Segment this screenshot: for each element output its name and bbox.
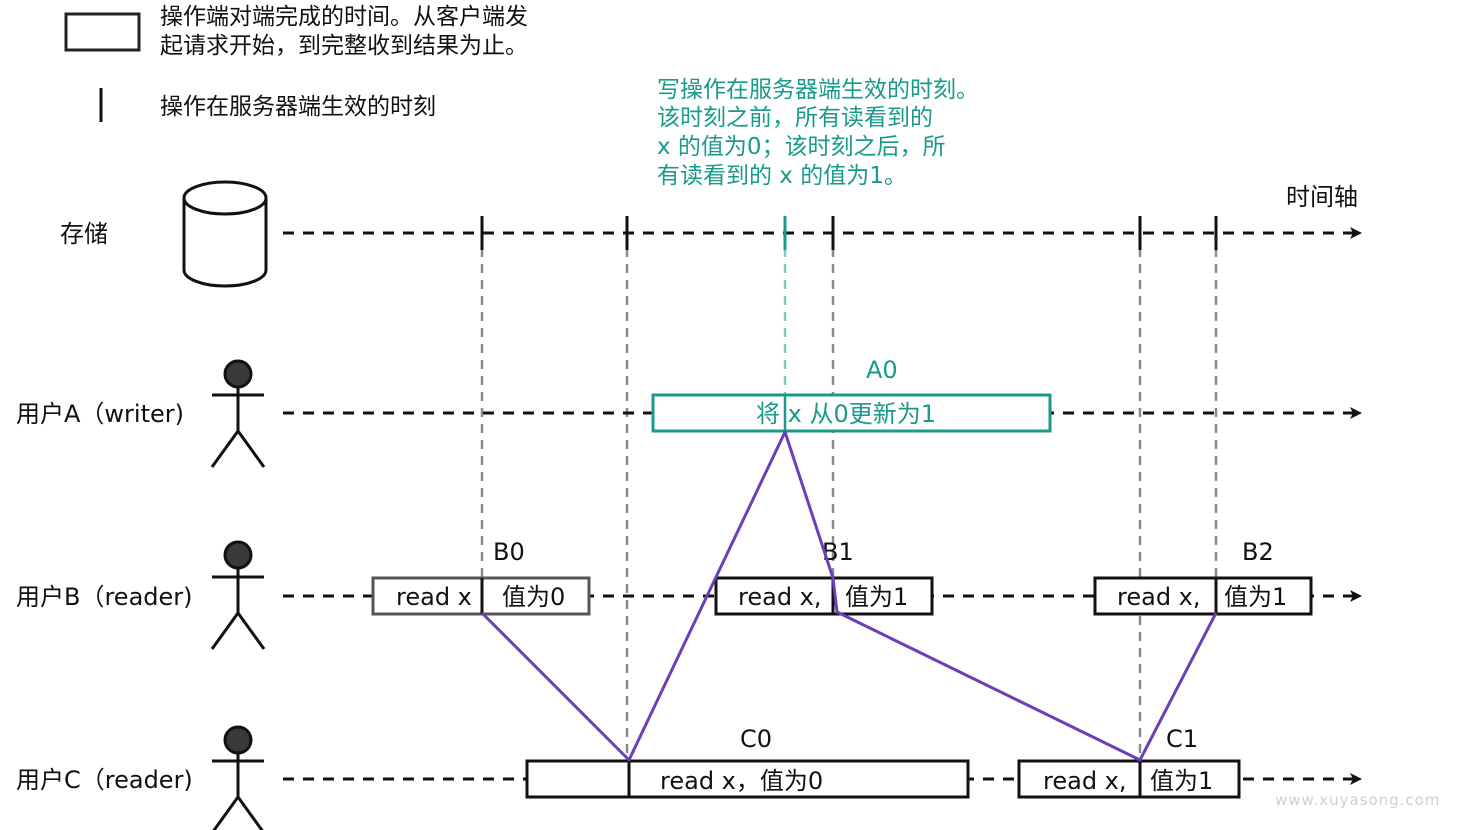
op-b2-label: B2 xyxy=(1242,538,1274,566)
op-b0-right-text: 值为0 xyxy=(502,583,565,611)
op-c1-label: C1 xyxy=(1166,725,1198,753)
op-a0-box xyxy=(651,393,1052,433)
op-c1-box xyxy=(1017,759,1241,799)
note-line2: 该时刻之前，所有读看到的 xyxy=(657,105,933,131)
user-b-person-icon xyxy=(210,540,266,650)
row-label-user-c: 用户C（reader) xyxy=(16,766,193,794)
note-line3: x 的值为0；该时刻之后，所 xyxy=(657,134,946,160)
legend-box-symbol xyxy=(64,12,141,52)
op-c0-box xyxy=(525,759,970,799)
op-b2-box xyxy=(1093,576,1313,616)
note-line1: 写操作在服务器端生效的时刻。 xyxy=(657,77,979,103)
op-c0-text: read x，值为0 xyxy=(660,767,823,795)
op-c1-left-text: read x, xyxy=(1043,767,1127,795)
row-label-user-a: 用户A（writer) xyxy=(16,400,184,428)
user-c-person-icon xyxy=(212,725,264,830)
legend-tick-text: 操作在服务器端生效的时刻 xyxy=(160,94,436,120)
op-b0-left-text: read x xyxy=(396,583,472,611)
op-b1-box xyxy=(714,576,934,616)
vertical-guides xyxy=(480,232,1218,760)
linearization-path xyxy=(480,430,1218,762)
watermark: www.xuyasong.com xyxy=(1275,791,1440,809)
op-a0-text: 将 x 从0更新为1 xyxy=(756,400,936,428)
legend-box-text-line1: 操作端对端完成的时间。从客户端发 xyxy=(160,4,528,30)
op-b1-left-text: read x, xyxy=(738,583,822,611)
op-c1-right-text: 值为1 xyxy=(1150,767,1213,795)
op-b1-right-text: 值为1 xyxy=(845,583,908,611)
storage-ticks xyxy=(480,216,1218,250)
legend-box-text-line2: 起请求开始，到完整收到结果为止。 xyxy=(160,33,528,59)
op-b0-label: B0 xyxy=(493,538,525,566)
op-b2-left-text: read x, xyxy=(1117,583,1201,611)
user-a-person-icon xyxy=(210,359,266,468)
timelines xyxy=(283,227,1362,785)
axis-label: 时间轴 xyxy=(1286,183,1358,211)
op-c0-label: C0 xyxy=(740,725,772,753)
op-b2-right-text: 值为1 xyxy=(1224,583,1287,611)
row-label-storage: 存储 xyxy=(60,220,108,248)
op-a0-label: A0 xyxy=(866,356,898,384)
note-line4: 有读看到的 x 的值为1。 xyxy=(657,163,907,189)
row-label-user-b: 用户B（reader) xyxy=(16,583,193,611)
database-icon xyxy=(182,180,268,288)
